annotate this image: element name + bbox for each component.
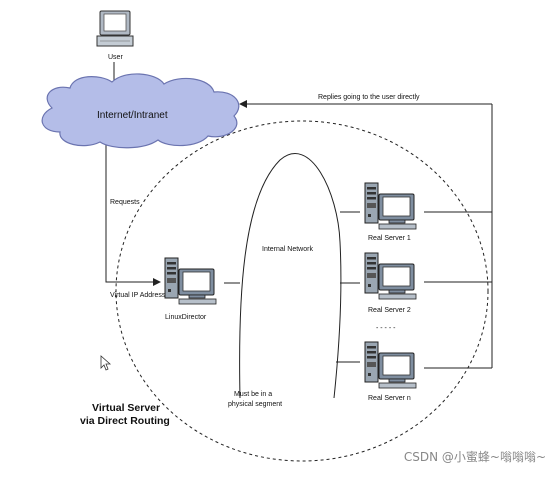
real-server-1-icon [364, 182, 417, 230]
director-label: LinuxDirector [165, 314, 207, 321]
real-server-1-label: Real Server 1 [368, 235, 411, 242]
replies-label: Replies going to the user directly [318, 94, 420, 101]
real-server-2-label: Real Server 2 [368, 307, 411, 314]
real-server-2-icon [364, 252, 417, 300]
mouse-cursor-icon [100, 355, 112, 371]
segment-label-line2: physical segment [228, 401, 282, 408]
user-workstation-icon [96, 10, 134, 47]
csdn-watermark: CSDN @小蜜蜂~嗡嗡嗡~ [404, 449, 546, 464]
requests-label: Requests [110, 199, 140, 206]
diagram-title-line2: via Direct Routing [80, 415, 170, 427]
server-farm-boundary [115, 120, 489, 462]
internal-network-label: Internal Network [262, 246, 313, 253]
cloud-label: Internet/Intranet [97, 110, 168, 121]
virtual-ip-label: Virtual IP Address [110, 292, 166, 299]
servers-ellipsis: - - - - - [376, 325, 396, 332]
internal-network-segment [239, 153, 342, 399]
internet-cloud [41, 73, 240, 149]
diagram-title-line1: Virtual Server [92, 402, 160, 414]
real-server-n-label: Real Server n [368, 395, 411, 402]
real-server-n-icon [364, 341, 417, 389]
segment-label-line1: Must be in a [234, 391, 272, 398]
user-label: User [108, 54, 123, 61]
requests-line [105, 136, 161, 286]
director-server-icon [164, 257, 217, 305]
